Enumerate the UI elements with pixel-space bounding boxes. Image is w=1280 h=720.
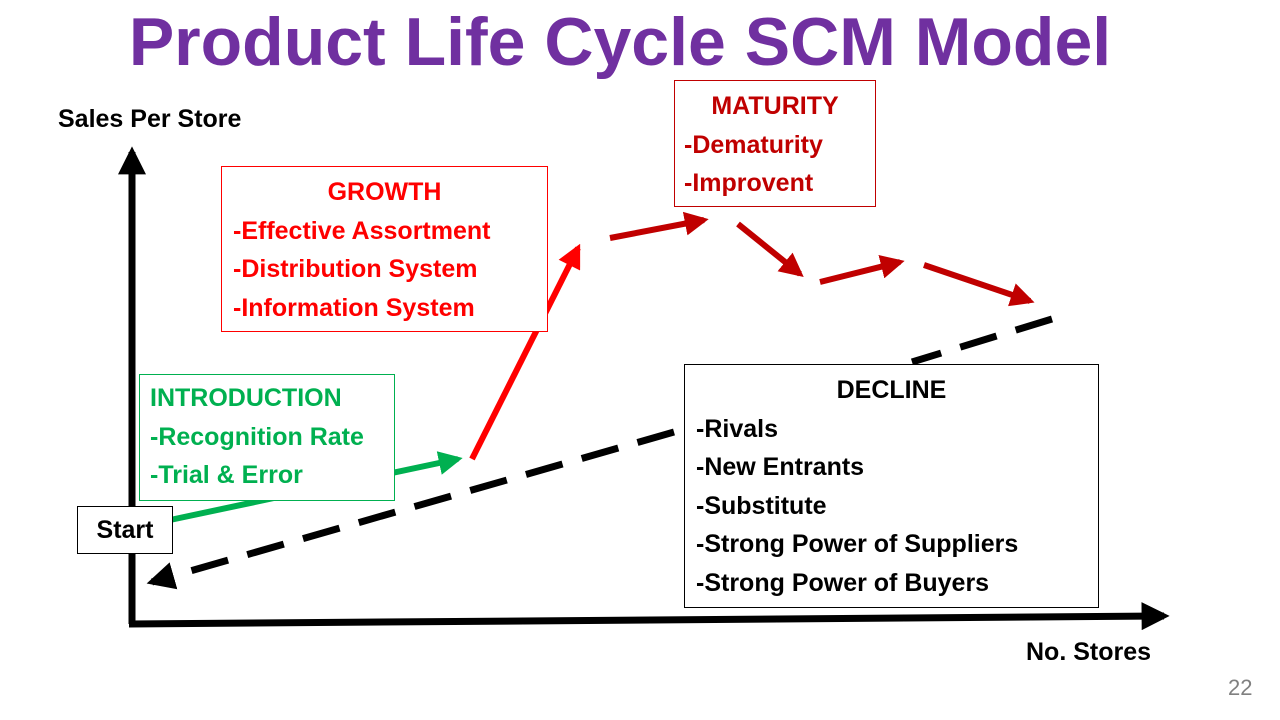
page-number: 22: [1228, 675, 1253, 700]
introduction-heading: INTRODUCTION: [150, 384, 342, 412]
maturity-heading: MATURITY: [711, 92, 839, 120]
slide-title: Product Life Cycle SCM Model: [128, 4, 1112, 80]
growth-arrow: [469, 243, 581, 461]
decline-dashed-line: [152, 315, 1054, 582]
maturity-arrow-1: [609, 211, 709, 241]
introduction-item: -Trial & Error: [150, 461, 303, 490]
decline-heading: DECLINE: [836, 376, 947, 404]
maturity-arrow-4: [923, 262, 1035, 307]
maturity-arrow-3: [819, 255, 905, 285]
decline-box: DECLINE -Rivals -New Entrants -Substitut…: [684, 364, 1099, 608]
maturity-item: -Dematurity: [684, 130, 823, 159]
growth-box: GROWTH -Effective Assortment -Distributi…: [221, 166, 548, 332]
introduction-box: INTRODUCTION -Recognition Rate -Trial & …: [139, 374, 395, 501]
maturity-arrow-2: [736, 221, 804, 278]
growth-item: -Information System: [233, 293, 475, 322]
start-box: Start: [77, 506, 173, 554]
maturity-box: MATURITY -Dematurity -Improvent: [674, 80, 876, 207]
decline-item: -Substitute: [696, 491, 827, 520]
introduction-item: -Recognition Rate: [150, 422, 364, 451]
x-axis: [128, 602, 1170, 631]
decline-item: -Strong Power of Suppliers: [696, 530, 1019, 559]
growth-item: -Distribution System: [233, 255, 478, 284]
decline-item: -New Entrants: [696, 453, 865, 482]
x-axis-label: No. Stores: [1026, 638, 1152, 666]
maturity-item: -Improvent: [684, 169, 814, 198]
growth-heading: GROWTH: [327, 178, 442, 206]
start-label: Start: [96, 516, 154, 544]
y-axis-label: Sales Per Store: [58, 105, 242, 133]
growth-item: -Effective Assortment: [233, 216, 491, 245]
decline-item: -Strong Power of Buyers: [696, 568, 990, 597]
decline-item: -Rivals: [696, 414, 778, 443]
